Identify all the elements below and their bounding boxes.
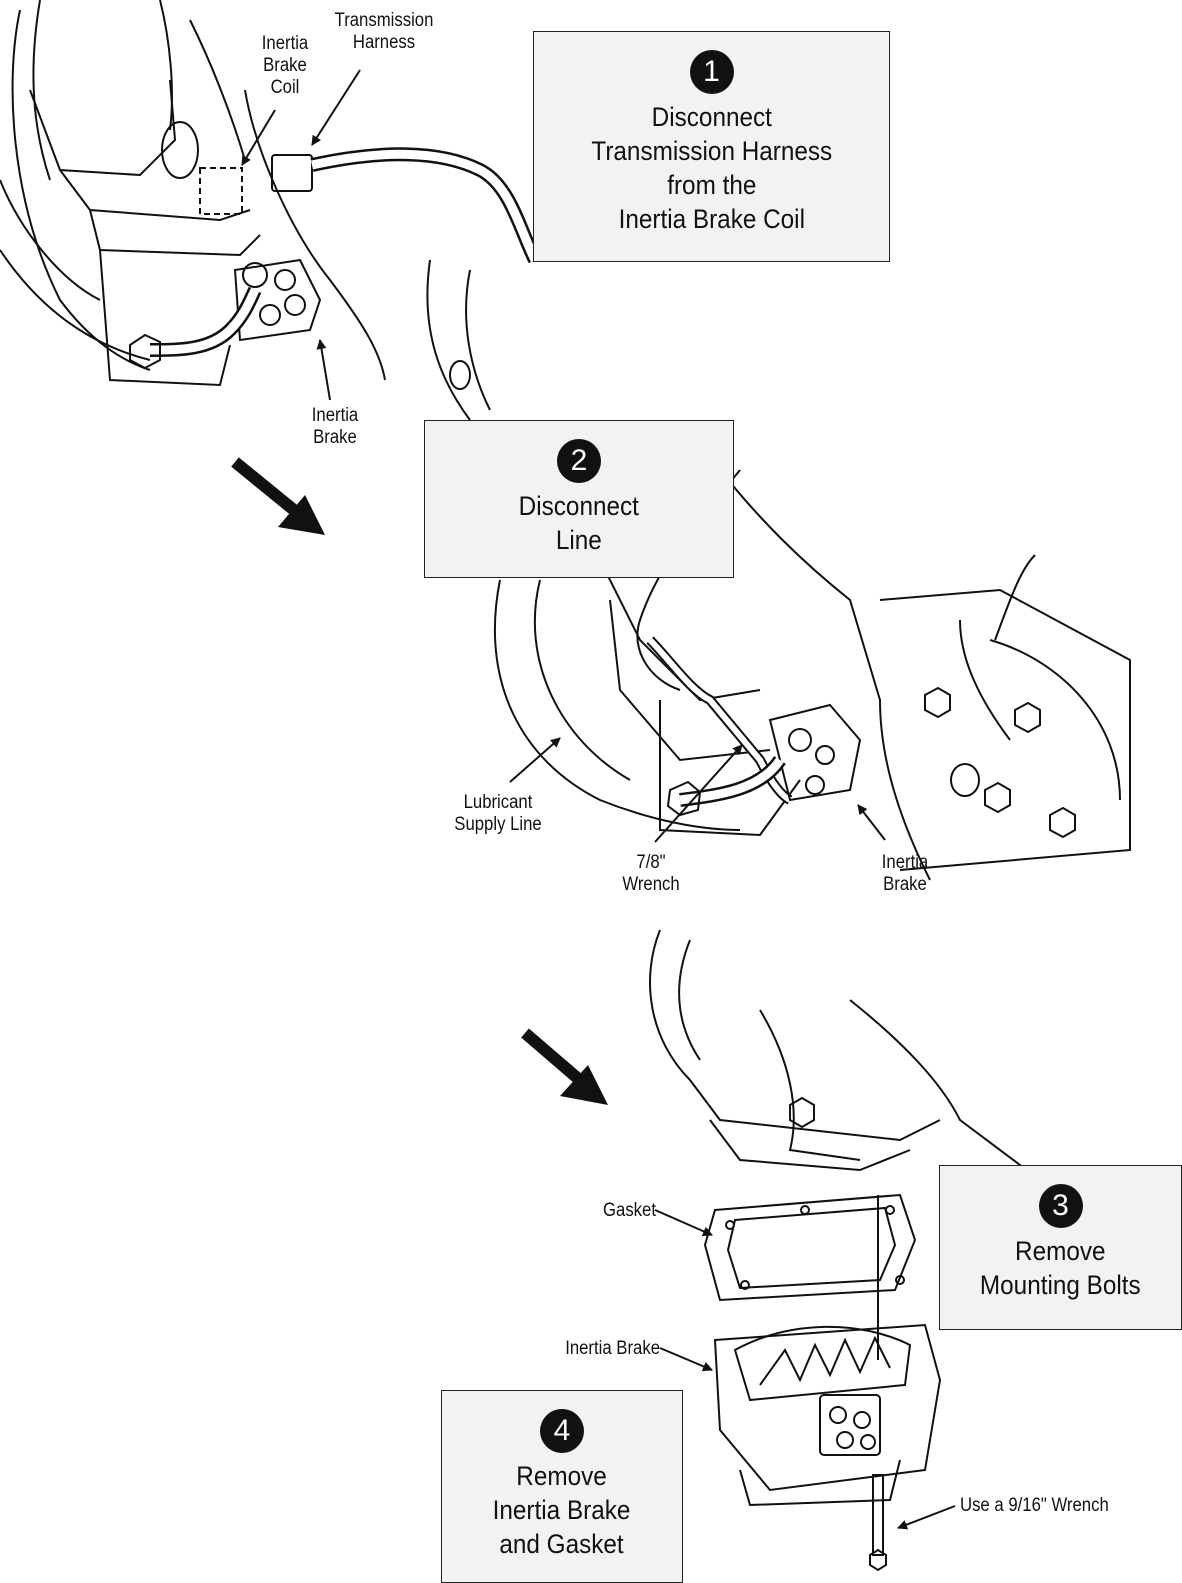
step-4-badge: 4 — [540, 1409, 584, 1453]
label-inertia-brake-step1: Inertia Brake — [311, 405, 359, 448]
label-inertia-brake-coil: Inertia Brake Coil — [261, 33, 309, 98]
step-1-text: Disconnect Transmission Harness from the… — [591, 102, 832, 234]
label-wrench-9-16: Use a 9/16" Wrench — [960, 1495, 1109, 1516]
progress-arrows — [231, 457, 608, 1105]
illustration-step3-4 — [649, 929, 1041, 1572]
step-1-callout: 1 Disconnect Transmission Harness from t… — [533, 31, 890, 262]
label-inertia-brake-step4: Inertia Brake — [565, 1338, 660, 1359]
label-inertia-brake-step2: Inertia Brake — [881, 852, 929, 895]
step-3-text: Remove Mounting Bolts — [980, 1236, 1141, 1300]
label-wrench-7-8: 7/8" Wrench — [622, 852, 680, 895]
label-lubricant-supply-line: Lubricant Supply Line — [454, 792, 542, 835]
label-gasket: Gasket — [603, 1200, 656, 1221]
label-transmission-harness: Transmission Harness — [334, 10, 434, 53]
step-3-callout: 3 Remove Mounting Bolts — [939, 1165, 1182, 1330]
step-2-callout: 2 Disconnect Line — [424, 420, 734, 578]
step-1-badge: 1 — [689, 50, 734, 94]
step-4-callout: 4 Remove Inertia Brake and Gasket — [441, 1390, 683, 1583]
illustration-step1 — [0, 0, 542, 387]
step-2-badge: 2 — [557, 439, 601, 483]
step-2-text: Disconnect Line — [518, 491, 640, 555]
step-4-text: Remove Inertia Brake and Gasket — [493, 1461, 631, 1559]
step-3-badge: 3 — [1038, 1184, 1083, 1228]
leader-lines — [241, 69, 956, 1530]
illustration-step2 — [426, 259, 1131, 881]
